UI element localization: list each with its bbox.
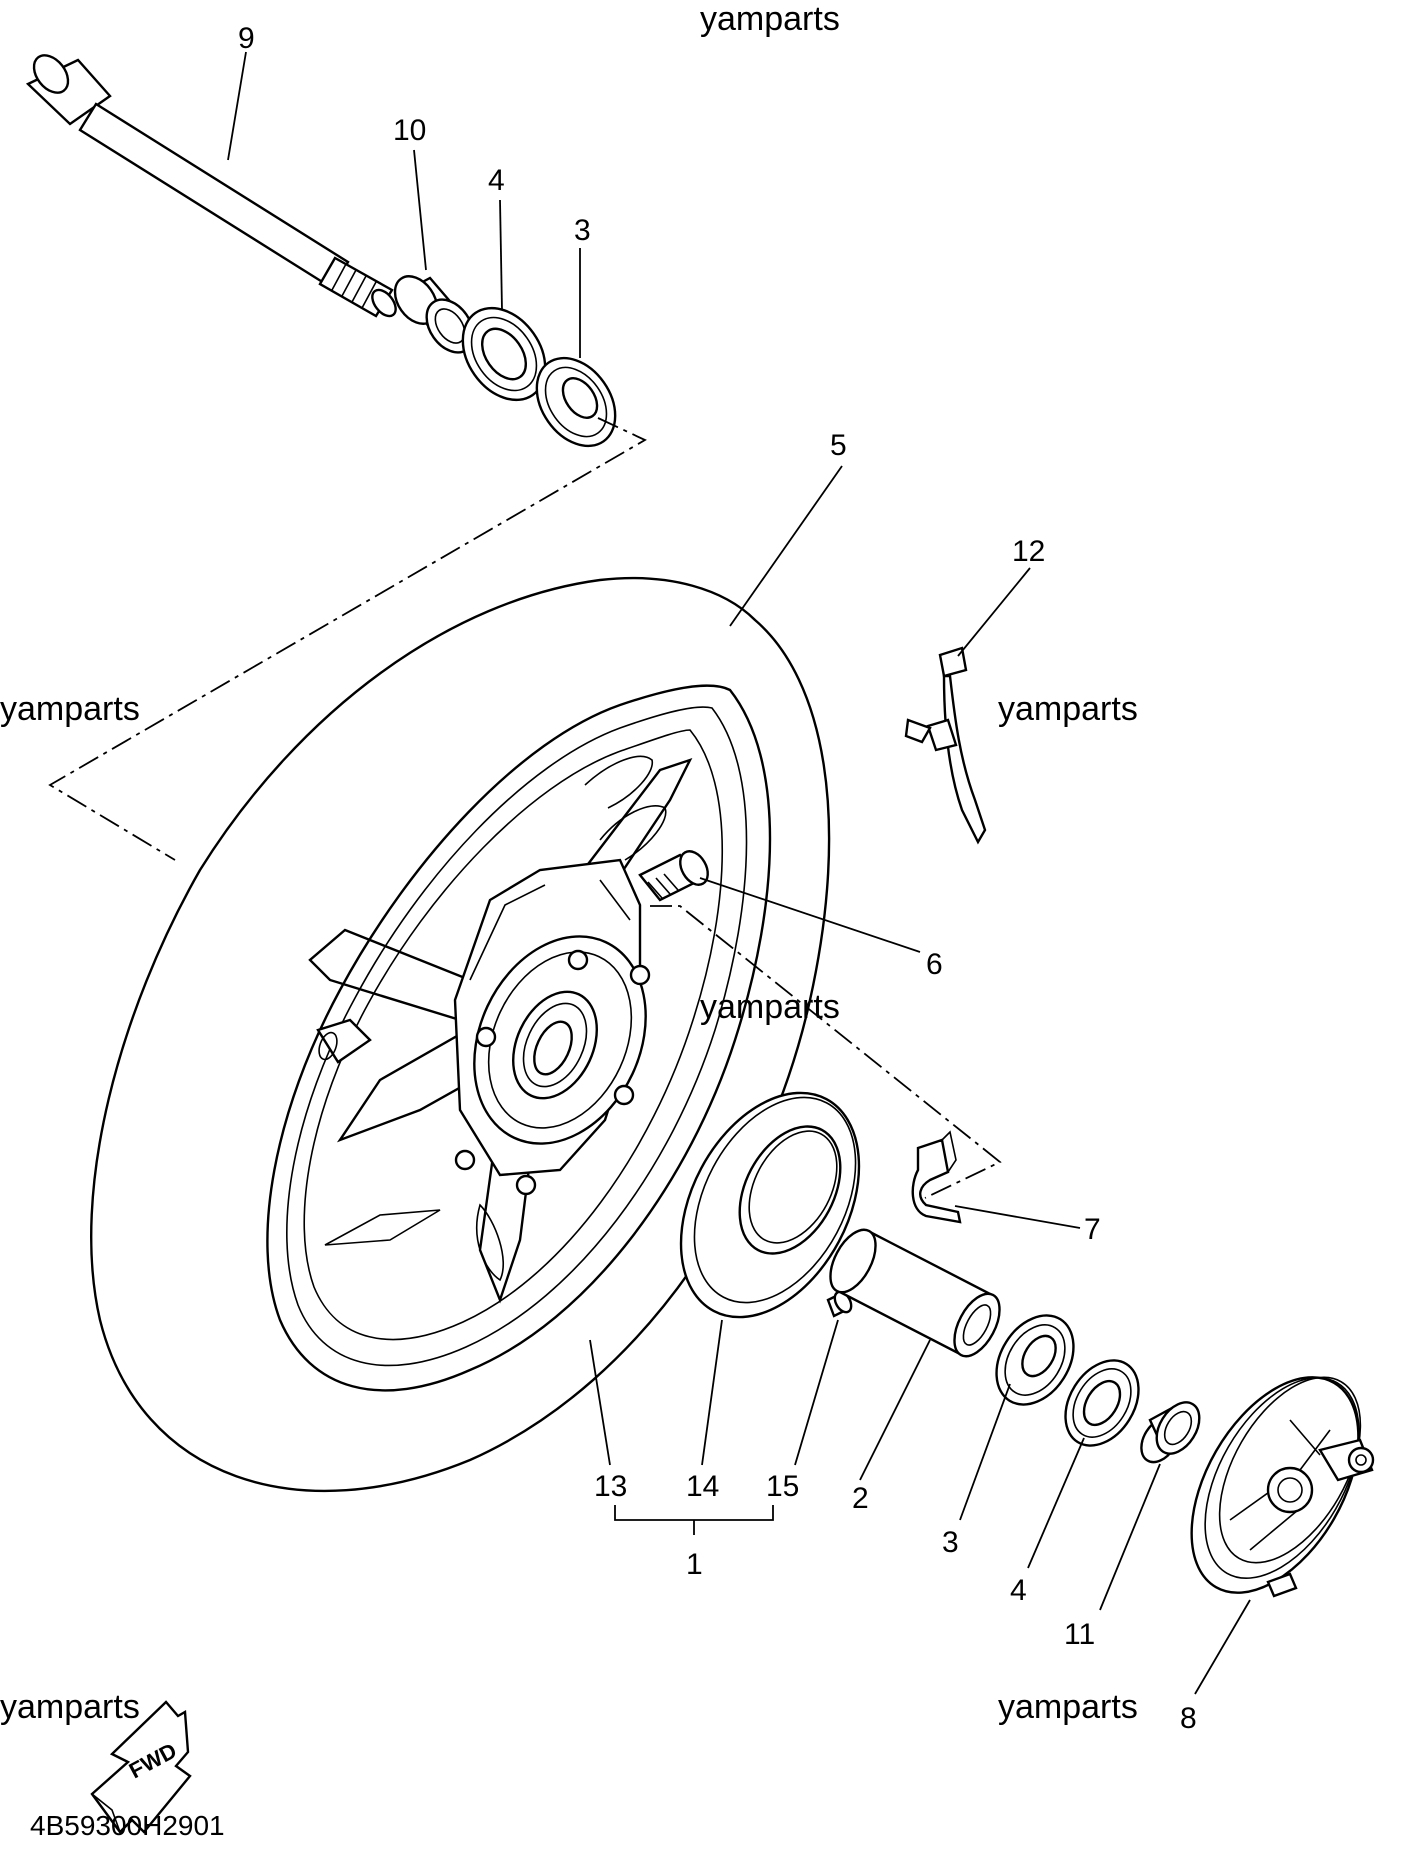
callout-14: 14 (686, 1470, 720, 1503)
callout-12: 12 (1012, 535, 1046, 568)
callout-10: 10 (393, 114, 427, 147)
watermark-bottom-right: yamparts (998, 1688, 1138, 1726)
axle-part-9 (25, 54, 397, 318)
callout-4-bottom: 4 (1010, 1574, 1027, 1607)
callout-2: 2 (852, 1482, 869, 1515)
diagram-code: 4B59300H2901 (30, 1810, 225, 1841)
meter-gear-unit-part-8 (1190, 1376, 1375, 1598)
bearing-part-3-bottom (995, 1314, 1075, 1406)
collar-part-10 (393, 275, 475, 354)
callout-11: 11 (1064, 1618, 1096, 1651)
callout-3-bottom: 3 (942, 1526, 959, 1559)
fwd-arrow-icon (90, 1700, 192, 1834)
callout-6: 6 (926, 948, 943, 981)
collar-part-11 (1140, 1401, 1201, 1464)
callout-15: 15 (766, 1470, 800, 1503)
watermark-bottom-left: yamparts (0, 1688, 140, 1726)
clip-part-7 (911, 1130, 962, 1224)
callout-4-top: 4 (488, 164, 505, 197)
watermark-center: yamparts (700, 988, 840, 1026)
callout-3-top: 3 (574, 214, 591, 247)
watermark-right: yamparts (998, 690, 1138, 728)
callout-13: 13 (594, 1470, 628, 1503)
callout-7: 7 (1084, 1213, 1101, 1246)
watermark-top: yamparts (700, 0, 840, 38)
spacer-part-2 (829, 1228, 1001, 1358)
valve-part-6 (638, 850, 709, 902)
brake-disc-part-14 (679, 1091, 861, 1319)
callout-1: 1 (686, 1548, 703, 1581)
leader-lines (227, 51, 1251, 1695)
bearing-part-3-top (535, 356, 617, 448)
callout-5: 5 (830, 429, 847, 462)
cable-tie-part-12 (904, 646, 987, 845)
oil-seal-part-4-bottom (1064, 1359, 1140, 1447)
oil-seal-part-4-top (461, 306, 547, 402)
watermark-left: yamparts (0, 690, 140, 728)
tire-and-wheel (90, 576, 831, 1493)
callout-9: 9 (238, 22, 255, 55)
callout-8: 8 (1180, 1702, 1197, 1735)
